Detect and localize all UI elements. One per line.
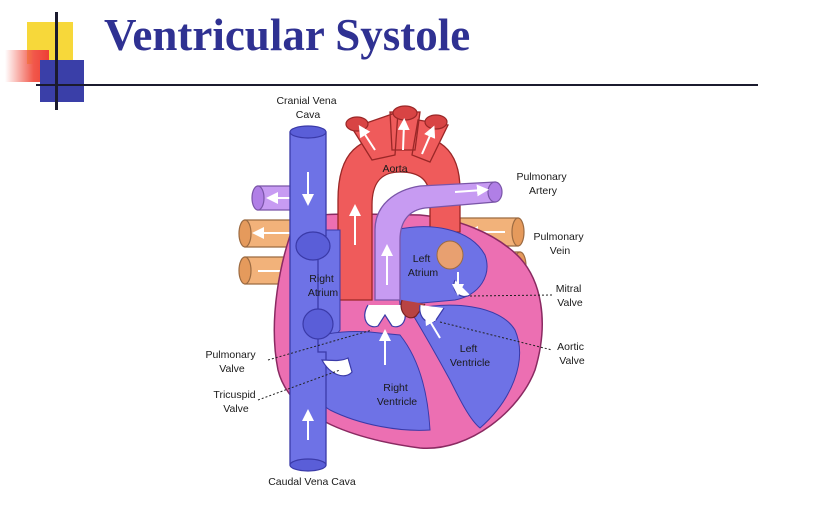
label-right-ventricle: Right Ventricle: [377, 382, 417, 408]
decor-horizontal-line: [36, 84, 758, 86]
label-right-atrium: Right Atrium: [308, 273, 339, 299]
label-aortic-valve: Aortic Valve: [557, 341, 587, 367]
decor-square-blue: [40, 60, 84, 102]
vena-cava: [289, 125, 334, 472]
left-ventricle: [409, 304, 520, 429]
label-mitral-valve: Mitral Valve: [556, 283, 585, 309]
decor-vertical-line: [55, 12, 58, 110]
label-caudal-vena-cava: Caudal Vena Cava: [268, 476, 356, 488]
label-pulmonary-vein: Pulmonary Vein: [533, 231, 586, 257]
valves: [320, 272, 471, 377]
label-pulmonary-artery: Pulmonary Artery: [516, 171, 569, 197]
slide-title: Ventricular Systole: [104, 10, 471, 60]
label-tricuspid-valve: Tricuspid Valve: [213, 389, 258, 415]
label-left-atrium: Left Atrium: [408, 253, 439, 279]
label-aorta: Aorta: [382, 163, 407, 175]
pulmonary-artery: [374, 181, 503, 301]
label-left-ventricle: Left Ventricle: [450, 343, 490, 369]
aorta: [337, 105, 461, 301]
label-pulmonary-valve: Pulmonary Valve: [205, 349, 258, 375]
label-cranial-vena-cava: Cranial Vena Cava: [276, 95, 339, 121]
heart-diagram: Cranial Vena Cava Aorta Pulmonary Artery…: [205, 95, 587, 488]
label-pointers: [257, 294, 553, 401]
